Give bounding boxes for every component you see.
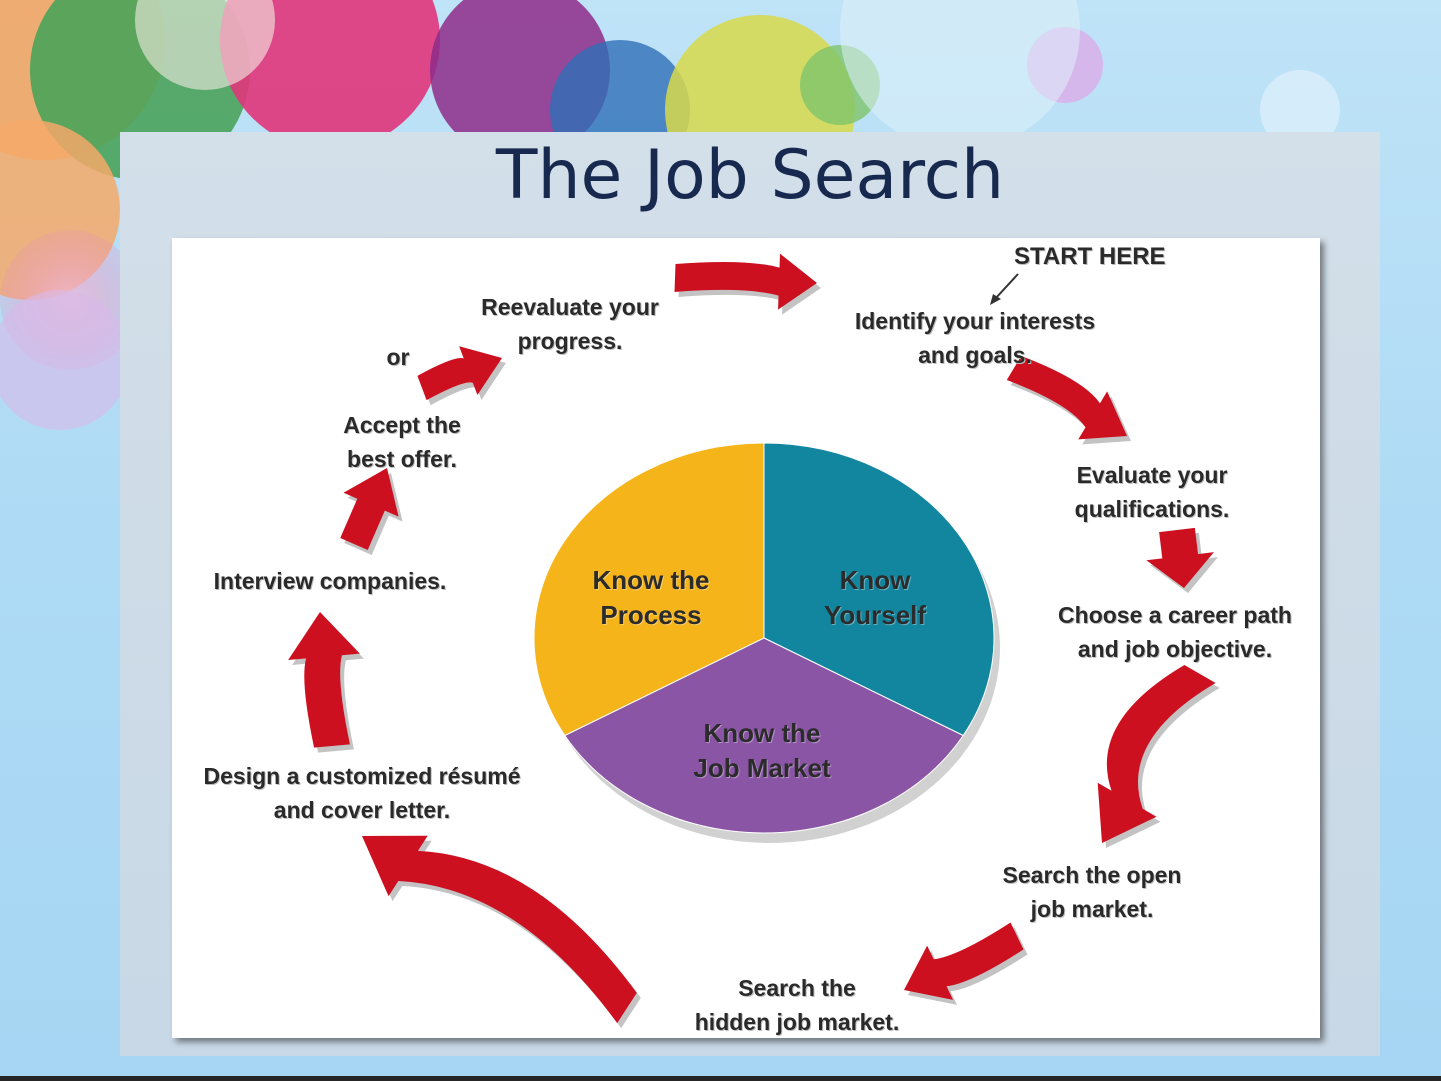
diagram-panel: START HERE Identify your interests and g… <box>172 238 1320 1038</box>
bottom-bar <box>0 1076 1441 1081</box>
segment-label-yourself: Know Yourself <box>823 565 927 630</box>
segment-label-process: Know the Process <box>592 565 710 630</box>
start-here-label: START HERE <box>1014 243 1166 270</box>
pie-segment-yourself <box>763 442 995 737</box>
pie-segment-market <box>564 637 964 834</box>
slide-title: The Job Search <box>495 136 1005 215</box>
arrow-identify-to-evaluate <box>1006 356 1127 440</box>
step-interview-companies: Interview companies. <box>213 568 447 594</box>
bubble-pale-right <box>1260 70 1340 150</box>
start-pointer-line <box>994 273 1019 300</box>
arrow-hidden-to-design-shadow <box>366 840 641 1029</box>
cycle-arrows <box>288 253 1220 1029</box>
step-evaluate-qualifications: Evaluate your qualifications. <box>1074 462 1230 522</box>
step-design-resume: Design a customized résumé and cover let… <box>203 763 521 823</box>
arrow-evaluate-to-choose <box>1146 527 1214 588</box>
step-or-connector: or <box>386 344 410 370</box>
step-reevaluate-progress: Reevaluate your progress. <box>481 294 659 354</box>
step-accept-offer: Accept the best offer. <box>343 412 461 472</box>
step-choose-career-path: Choose a career path and job objective. <box>1058 602 1292 662</box>
arrow-design-to-interview <box>288 612 360 748</box>
step-search-hidden-market: Search the hidden job market. <box>694 975 900 1035</box>
step-search-open-market: Search the open job market. <box>1002 862 1182 922</box>
start-pointer-arrowhead <box>990 294 1001 305</box>
bubble-magenta <box>220 0 440 150</box>
arrow-reevaluate-to-identify <box>674 253 817 310</box>
arrow-hidden-to-design <box>362 835 637 1024</box>
slide: The Job Search START HERE Identify your … <box>120 132 1380 1056</box>
arrow-interview-to-accept <box>340 468 399 550</box>
step-identify-interests: Identify your interests and goals. <box>854 308 1096 368</box>
center-pie <box>533 442 1000 843</box>
pie-segment-process <box>533 442 765 737</box>
bubble-white <box>135 0 275 90</box>
arrow-open-to-hidden <box>904 922 1024 1000</box>
bubble-pale <box>840 0 1080 150</box>
arrow-accept-to-reevaluate <box>417 346 502 401</box>
bubble-left-lilac <box>0 290 130 430</box>
job-search-cycle-diagram <box>288 253 1220 1029</box>
arrow-choose-to-open <box>1097 664 1216 843</box>
segment-label-market: Know the Job Market <box>693 718 831 783</box>
